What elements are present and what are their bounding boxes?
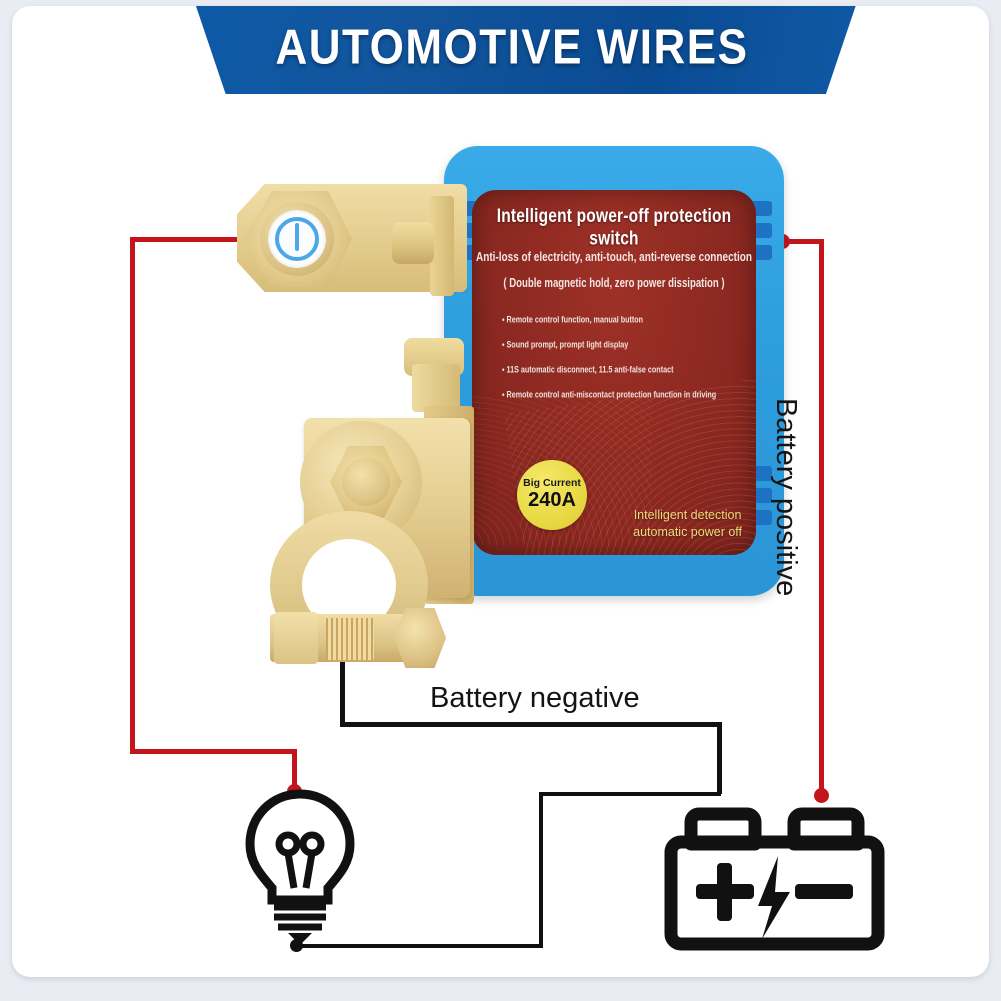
label-subtitle-1: Anti-loss of electricity, anti-touch, an…: [476, 250, 752, 265]
wire-black-negative-drop: [717, 722, 722, 794]
wire-red-top-horizontal: [130, 237, 300, 242]
feature-item: Remote control function, manual button: [502, 314, 740, 325]
clamp-hex-bolt-head: [342, 458, 390, 506]
clamp-bolt-thread: [326, 618, 374, 660]
feature-item: Sound prompt, prompt light display: [502, 339, 740, 350]
white-card: AUTOMOTIVE WIRES: [12, 6, 989, 977]
label-footer-line-2: automatic power off: [633, 525, 742, 540]
badge-caption: Big Current: [523, 477, 581, 490]
power-symbol-icon: [295, 223, 299, 251]
label-footer: Intelligent detection automatic power of…: [633, 507, 742, 541]
wire-red-right-horizontal: [780, 239, 824, 244]
wire-black-bulb-top-link: [539, 792, 721, 796]
label-footer-line-1: Intelligent detection: [633, 508, 742, 523]
wire-black-clamp-drop: [340, 646, 345, 726]
clamp-bolt-head: [274, 612, 318, 664]
wire-black-negative-horizontal: [340, 722, 722, 727]
protection-switch-device[interactable]: Intelligent power-off protection switch …: [444, 146, 784, 596]
product-label: Intelligent power-off protection switch …: [472, 190, 756, 555]
header-banner: AUTOMOTIVE WIRES: [194, 6, 857, 94]
upper-terminal-plate: [430, 196, 454, 296]
light-bulb-icon: [234, 788, 366, 948]
wire-red-bulb-drop: [292, 749, 297, 794]
clamp-bolt-nut: [394, 608, 446, 668]
label-subtitle-2: ( Double magnetic hold, zero power dissi…: [503, 276, 725, 291]
current-rating-badge: Big Current 240A: [517, 460, 587, 530]
annotation-battery-positive: Battery positive: [770, 398, 802, 597]
car-battery-icon: [662, 784, 887, 952]
wire-black-bulb-horizontal: [296, 944, 542, 948]
feature-item: Remote control anti-miscontact protectio…: [502, 389, 740, 400]
page-title: AUTOMOTIVE WIRES: [275, 20, 749, 75]
wire-black-bulb-riser: [539, 792, 543, 948]
wire-red-left-vertical: [130, 237, 135, 754]
wire-node-battery-positive: [814, 788, 829, 803]
label-feature-list: Remote control function, manual button S…: [502, 314, 740, 415]
label-title: Intelligent power-off protection switch: [496, 205, 732, 250]
upper-terminal-stud: [392, 222, 434, 264]
annotation-battery-negative: Battery negative: [430, 682, 640, 714]
wire-red-right-vertical: [819, 239, 824, 799]
wire-red-bulb-horizontal: [130, 749, 296, 754]
feature-item: 11S automatic disconnect, 11.5 anti-fals…: [502, 364, 740, 375]
lower-terminal-plate: [412, 364, 460, 412]
badge-value: 240A: [528, 488, 576, 511]
